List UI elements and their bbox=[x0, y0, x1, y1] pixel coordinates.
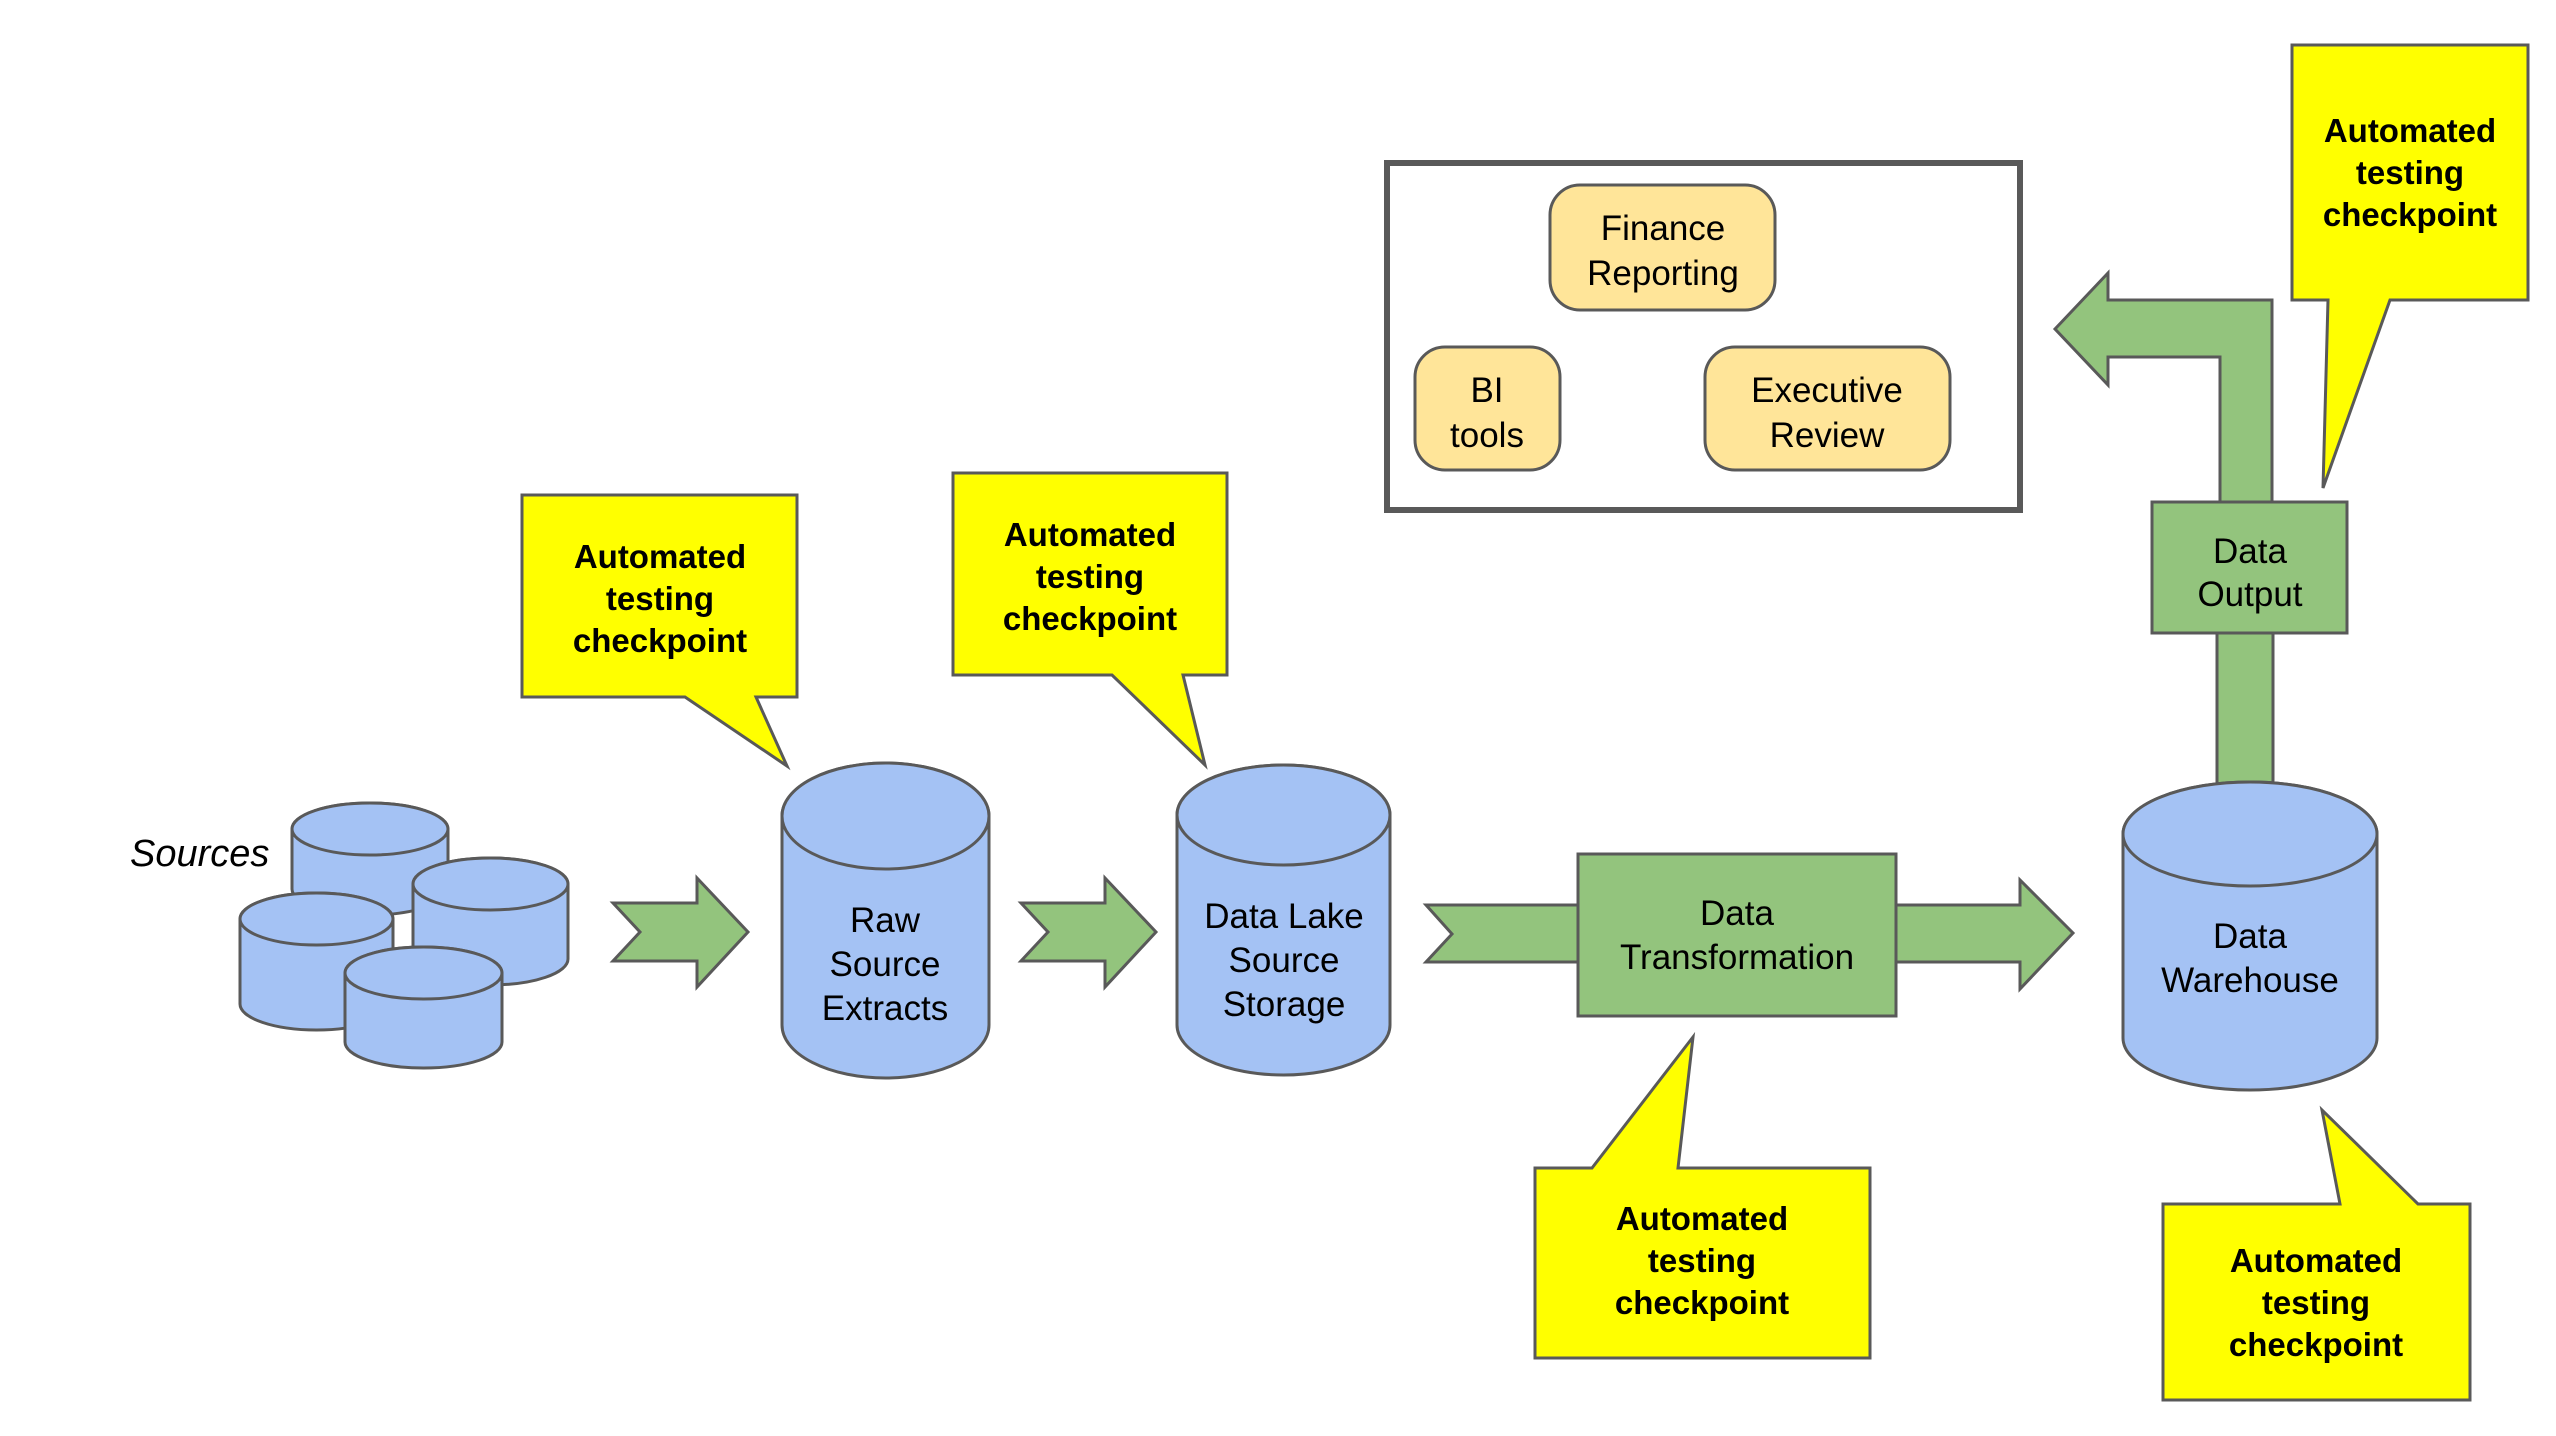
flow-arrow-raw-to-lake bbox=[1017, 874, 1159, 991]
data-transformation-label: Transformation bbox=[1620, 938, 1854, 977]
checkpoint-callout-transformation: Automated testing checkpoint bbox=[1533, 1031, 1872, 1360]
data-output-label: Data bbox=[2213, 532, 2287, 571]
checkpoint-callout-text: checkpoint bbox=[573, 622, 747, 659]
finance-reporting-node: Finance Reporting bbox=[1548, 183, 1777, 312]
raw-source-extracts-node: Raw Source Extracts bbox=[780, 761, 991, 1080]
flow-arrow-sources-to-raw bbox=[609, 874, 751, 991]
checkpoint-callout-raw-extracts: Automated testing checkpoint bbox=[520, 493, 799, 771]
checkpoint-callout-data-lake: Automated testing checkpoint bbox=[951, 471, 1229, 770]
data-warehouse-label: Warehouse bbox=[2161, 961, 2339, 1000]
data-transformation-box bbox=[1576, 852, 1898, 1018]
executive-review-label: Review bbox=[1770, 416, 1885, 455]
data-transformation-label: Data bbox=[1700, 894, 1774, 933]
checkpoint-callout-text: checkpoint bbox=[1003, 600, 1177, 637]
bi-tools-box bbox=[1413, 345, 1562, 472]
source-databases-cluster bbox=[238, 801, 570, 1070]
checkpoint-callout-text: testing bbox=[606, 580, 714, 617]
checkpoint-callout-text: checkpoint bbox=[2323, 196, 2497, 233]
data-lake-label: Data Lake bbox=[1204, 897, 1364, 936]
data-warehouse-label: Data bbox=[2213, 917, 2287, 956]
checkpoint-callout-text: Automated bbox=[574, 538, 746, 575]
checkpoint-callout-bubble bbox=[2161, 1105, 2472, 1402]
checkpoint-callout-text: Automated bbox=[2230, 1242, 2402, 1279]
bi-tools-node: BI tools bbox=[1413, 345, 1562, 472]
data-lake-label: Source bbox=[1229, 941, 1340, 980]
raw-source-extracts-label: Source bbox=[830, 945, 941, 984]
connector-warehouse-to-output bbox=[2215, 628, 2275, 787]
data-transformation-node: Data Transformation bbox=[1576, 852, 1898, 1018]
finance-reporting-box bbox=[1548, 183, 1777, 312]
checkpoint-callout-text: Automated bbox=[2324, 112, 2496, 149]
checkpoint-callout-text: testing bbox=[2356, 154, 2464, 191]
checkpoint-callout-text: Automated bbox=[1004, 516, 1176, 553]
raw-source-extracts-label: Raw bbox=[850, 901, 921, 940]
source-database-cylinder bbox=[343, 945, 504, 1070]
checkpoint-callout-text: testing bbox=[1648, 1242, 1756, 1279]
data-warehouse-node: Data Warehouse bbox=[2121, 780, 2379, 1092]
checkpoint-callout-text: Automated bbox=[1616, 1200, 1788, 1237]
checkpoint-callout-text: checkpoint bbox=[1615, 1284, 1789, 1321]
finance-reporting-label: Finance bbox=[1601, 209, 1726, 248]
data-lake-node: Data Lake Source Storage bbox=[1175, 763, 1392, 1077]
checkpoint-callout-bubble bbox=[1533, 1031, 1872, 1360]
executive-review-box bbox=[1703, 345, 1952, 472]
data-lake-cylinder-top bbox=[1175, 763, 1392, 867]
checkpoint-callout-data-output: Automated testing checkpoint bbox=[2290, 43, 2530, 489]
raw-source-extracts-label: Extracts bbox=[822, 989, 948, 1028]
checkpoint-callout-bubble bbox=[2290, 43, 2530, 489]
raw-source-extracts-cylinder-top bbox=[780, 761, 991, 871]
checkpoint-callout-warehouse: Automated testing checkpoint bbox=[2161, 1105, 2472, 1402]
data-output-node: Data Output bbox=[2150, 500, 2349, 635]
data-lake-label: Storage bbox=[1223, 985, 1346, 1024]
bi-tools-label: tools bbox=[1450, 416, 1524, 455]
data-warehouse-cylinder-top bbox=[2121, 780, 2379, 888]
checkpoint-callout-text: testing bbox=[1036, 558, 1144, 595]
checkpoint-callout-bubble bbox=[951, 471, 1229, 770]
bi-tools-label: BI bbox=[1470, 371, 1503, 410]
executive-review-label: Executive bbox=[1751, 371, 1903, 410]
checkpoint-callout-text: testing bbox=[2262, 1284, 2370, 1321]
flow-arrow-output-to-reporting bbox=[2052, 269, 2274, 504]
executive-review-node: Executive Review bbox=[1703, 345, 1952, 472]
data-output-label: Output bbox=[2197, 575, 2302, 614]
reporting-container: Finance Reporting BI tools Executive Rev… bbox=[1384, 160, 2023, 513]
finance-reporting-label: Reporting bbox=[1587, 254, 1739, 293]
data-output-box bbox=[2150, 500, 2349, 635]
checkpoint-callout-text: checkpoint bbox=[2229, 1326, 2403, 1363]
checkpoint-callout-bubble bbox=[520, 493, 799, 771]
sources-label: Sources bbox=[130, 833, 269, 875]
source-database-cylinder bbox=[290, 801, 450, 917]
